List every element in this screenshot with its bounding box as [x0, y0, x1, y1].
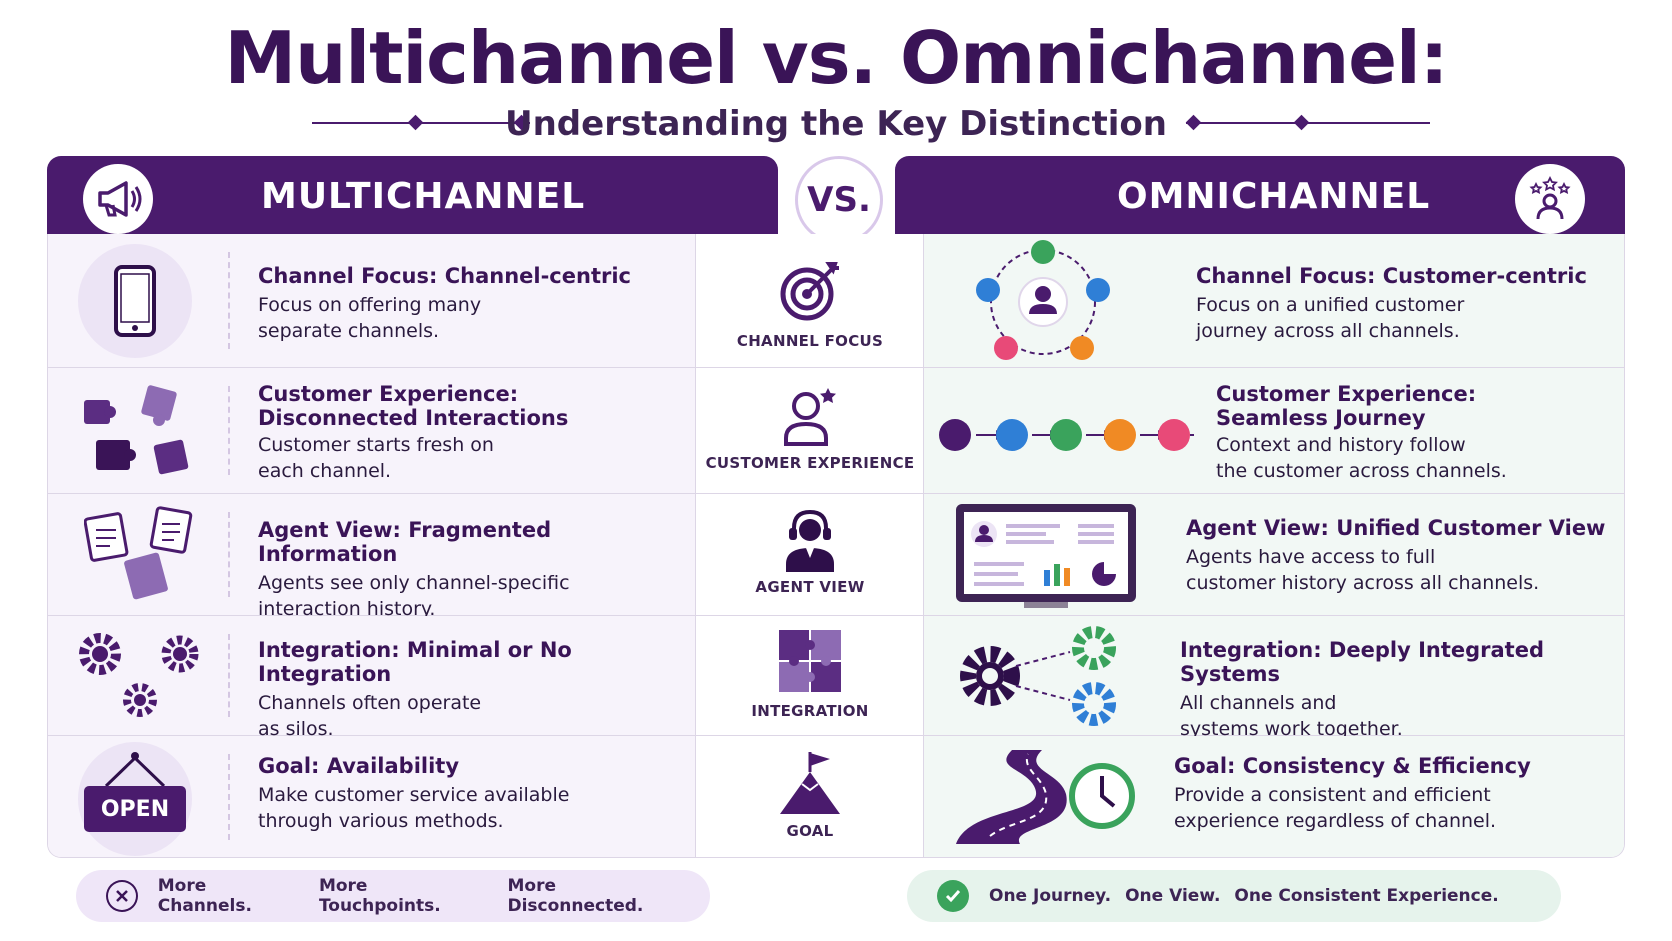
- row-agent-view: Agent View: Fragmented Information Agent…: [48, 494, 1624, 620]
- subtitle-row: Understanding the Key Distinction: [0, 100, 1672, 150]
- x-circle-icon: [106, 880, 138, 912]
- page-title: Multichannel vs. Omnichannel:: [224, 16, 1448, 100]
- multichannel-cell: Channel Focus: Channel-centric Focus on …: [48, 234, 696, 367]
- multichannel-cell: Integration: Minimal or No Integration C…: [48, 616, 696, 740]
- row-text: Channel Focus: Channel-centric Focus on …: [258, 264, 631, 342]
- category-cell: GOAL: [696, 736, 924, 857]
- row-text: Integration: Deeply Integrated Systems A…: [1180, 638, 1544, 740]
- category-cell: CUSTOMER EXPERIENCE: [696, 368, 924, 493]
- row-text: Customer Experience: Disconnected Intera…: [258, 382, 569, 482]
- dashboard-monitor-icon: [954, 502, 1138, 616]
- row-text: Integration: Minimal or No Integration C…: [258, 638, 572, 740]
- target-icon: [696, 260, 924, 322]
- row-integration: Integration: Minimal or No Integration C…: [48, 616, 1624, 740]
- gears-icon: [78, 630, 204, 724]
- row-text: Channel Focus: Customer-centric Focus on…: [1196, 264, 1587, 342]
- multichannel-footer: More Channels. More Touchpoints. More Di…: [76, 870, 710, 922]
- headset-agent-icon: [696, 508, 924, 572]
- row-text: Agent View: Unified Customer View Agents…: [1186, 516, 1606, 594]
- multichannel-cell: OPEN Goal: Availability Make customer se…: [48, 736, 696, 857]
- journey-chain-icon: [936, 416, 1196, 458]
- row-text: Goal: Consistency & Efficiency Provide a…: [1174, 754, 1531, 832]
- omnichannel-cell: Integration: Deeply Integrated Systems A…: [924, 616, 1624, 740]
- comparison-grid: Channel Focus: Channel-centric Focus on …: [47, 234, 1625, 858]
- megaphone-icon: [83, 164, 153, 234]
- omnichannel-cell: Customer Experience: Seamless Journey Co…: [924, 368, 1624, 493]
- multichannel-cell: Customer Experience: Disconnected Intera…: [48, 368, 696, 493]
- open-sign-icon: OPEN: [78, 742, 192, 856]
- omnichannel-footer: One Journey. One View. One Consistent Ex…: [907, 870, 1561, 922]
- omnichannel-cell: Agent View: Unified Customer View Agents…: [924, 494, 1624, 616]
- mountain-flag-icon: [696, 750, 924, 816]
- omnichannel-cell: Channel Focus: Customer-centric Focus on…: [924, 234, 1624, 368]
- multichannel-cell: Agent View: Fragmented Information Agent…: [48, 494, 696, 620]
- integrated-gears-icon: [958, 626, 1126, 730]
- row-text: Agent View: Fragmented Information Agent…: [258, 518, 570, 620]
- customer-hub-icon: [968, 240, 1118, 368]
- puzzle-icon: [696, 628, 924, 694]
- smartphone-icon: [78, 244, 192, 358]
- omnichannel-title: OMNICHANNEL: [1117, 176, 1431, 217]
- customer-stars-icon: [1515, 164, 1585, 234]
- road-clock-icon: [950, 746, 1146, 850]
- puzzle-pieces-icon: [78, 380, 198, 484]
- vs-badge: VS.: [795, 156, 883, 244]
- row-text: Customer Experience: Seamless Journey Co…: [1216, 382, 1507, 482]
- row-text: Goal: Availability Make customer service…: [258, 754, 570, 832]
- multichannel-header: MULTICHANNEL: [47, 156, 778, 234]
- category-cell: CHANNEL FOCUS: [696, 234, 924, 367]
- omnichannel-cell: Goal: Consistency & Efficiency Provide a…: [924, 736, 1624, 857]
- row-goal: OPEN Goal: Availability Make customer se…: [48, 736, 1624, 857]
- page-subtitle: Understanding the Key Distinction: [504, 104, 1167, 144]
- category-cell: AGENT VIEW: [696, 494, 924, 615]
- category-cell: INTEGRATION: [696, 616, 924, 735]
- multichannel-title: MULTICHANNEL: [261, 176, 586, 217]
- omnichannel-header: OMNICHANNEL: [895, 156, 1625, 234]
- person-star-icon: [696, 386, 924, 446]
- documents-icon: [83, 504, 194, 608]
- check-circle-icon: [937, 880, 969, 912]
- row-customer-experience: Customer Experience: Disconnected Intera…: [48, 368, 1624, 494]
- row-channel-focus: Channel Focus: Channel-centric Focus on …: [48, 234, 1624, 368]
